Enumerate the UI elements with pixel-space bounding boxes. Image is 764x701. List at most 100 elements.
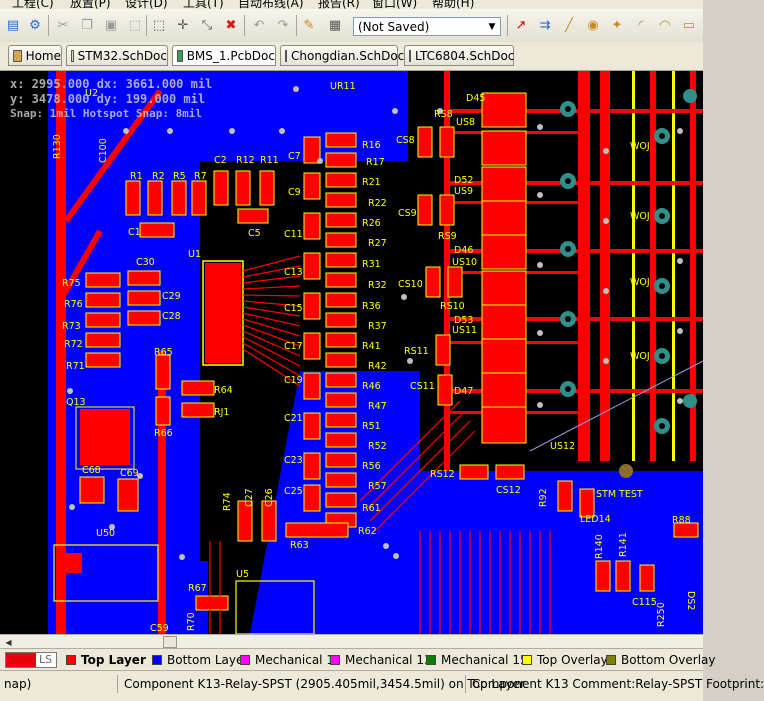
- clear-icon[interactable]: ⬚: [128, 17, 142, 33]
- route-icon[interactable]: ↗: [515, 17, 527, 33]
- scroll-left-icon[interactable]: ◀: [5, 637, 12, 647]
- text-icon[interactable]: ▭: [682, 17, 696, 33]
- label-c115: C115: [632, 597, 657, 608]
- label-r21: R21: [362, 177, 381, 188]
- vias: [67, 86, 683, 560]
- view-config-combo[interactable]: (Not Saved) ▼: [353, 17, 501, 36]
- redo-icon[interactable]: ↷: [277, 17, 289, 33]
- tab-label: Chongdian.SchDoc: [291, 48, 405, 63]
- layer-tab-bottom[interactable]: Bottom Layer: [152, 652, 248, 668]
- label-r65: R65: [154, 347, 173, 358]
- label-d52: D52: [454, 175, 473, 186]
- tab-bms1-pcbdoc[interactable]: BMS_1.PcbDoc: [172, 45, 276, 66]
- chevron-down-icon[interactable]: ▼: [488, 21, 496, 32]
- tab-label: LTC6804.SchDoc: [415, 48, 515, 63]
- select-icon[interactable]: ⬚: [152, 17, 166, 33]
- label-c5: C5: [248, 228, 261, 239]
- layer-label: Bottom Layer: [167, 653, 249, 667]
- status-component-comment: Component K13 Comment:Relay-SPST Footpri…: [472, 677, 764, 691]
- top-trace: [63, 89, 163, 223]
- schematic-icon: [409, 49, 411, 62]
- label-r36: R36: [362, 301, 381, 312]
- layer-tab-mechanical-15[interactable]: Mechanical 15: [426, 652, 528, 668]
- label-c15: C15: [284, 303, 303, 314]
- label-c23: C23: [284, 455, 303, 466]
- diff-pair-icon[interactable]: ⇉: [539, 17, 551, 33]
- q13-and-u50: [53, 406, 315, 635]
- board-outside: [0, 71, 48, 634]
- status-left: nap): [0, 675, 118, 693]
- menu-place[interactable]: 放置(P): [70, 0, 111, 10]
- label-r75: R75: [62, 278, 81, 289]
- pcb-canvas[interactable]: U2 UR11 U1 R1 R2 R5 R7 C2 R12 R11 C1 C5 …: [0, 71, 704, 635]
- layer-tab-top[interactable]: Top Layer: [66, 652, 146, 668]
- label-r74: R74: [222, 492, 233, 511]
- layer-tab-mechanical-1[interactable]: Mechanical 1: [240, 652, 334, 668]
- layer-label: Top Layer: [81, 653, 146, 667]
- scroll-thumb[interactable]: [163, 636, 177, 648]
- layer-tab-bottom-overlay[interactable]: Bottom Overlay: [606, 652, 715, 668]
- pad-icon[interactable]: ◉: [587, 17, 599, 33]
- cross-select-icon[interactable]: ⤡: [201, 17, 213, 33]
- cut-icon[interactable]: ✂: [57, 17, 69, 33]
- label-d53: D53: [454, 315, 473, 326]
- label-us8: US8: [456, 117, 475, 128]
- fanout-traces: [209, 400, 551, 634]
- label-r47: R47: [368, 401, 387, 412]
- layer-tabbar: LS Top Layer Bottom Layer Mechanical 1 M…: [0, 648, 715, 671]
- label-c25: C25: [284, 486, 303, 497]
- document-tabbar: Home STM32.SchDoc BMS_1.PcbDoc Chongdian…: [0, 42, 703, 71]
- menu-autoroute[interactable]: 自动布线(A): [238, 0, 304, 10]
- label-c19: C19: [284, 375, 303, 386]
- undo-icon[interactable]: ↶: [253, 17, 265, 33]
- tab-label: STM32.SchDoc: [77, 48, 167, 63]
- label-u2: U2: [85, 88, 98, 99]
- relay-pads: [560, 89, 697, 478]
- top-trace: [600, 71, 610, 461]
- menu-tools[interactable]: 工具(T): [183, 0, 224, 10]
- via-icon[interactable]: ✦: [611, 17, 623, 33]
- tab-chongdian-schdoc[interactable]: Chongdian.SchDoc: [280, 45, 404, 66]
- label-c13: C13: [284, 267, 303, 278]
- menu-project[interactable]: 工程(C): [12, 0, 54, 10]
- top-trace: [57, 229, 103, 303]
- horizontal-scrollbar[interactable]: ◀: [0, 634, 703, 649]
- pencil-icon[interactable]: ✎: [303, 17, 315, 33]
- filter-icon[interactable]: ▦: [328, 17, 342, 33]
- tab-stm32-schdoc[interactable]: STM32.SchDoc: [66, 45, 168, 66]
- right-components: [417, 92, 699, 592]
- label-u50: U50: [96, 528, 115, 539]
- label-c30: C30: [136, 257, 155, 268]
- fill-icon[interactable]: ◠: [659, 17, 671, 33]
- label-r41: R41: [362, 341, 381, 352]
- menu-reports[interactable]: 报告(R): [318, 0, 360, 10]
- tab-home[interactable]: Home: [8, 45, 62, 66]
- pcb-drawing: U2 UR11 U1 R1 R2 R5 R7 C2 R12 R11 C1 C5 …: [0, 71, 704, 635]
- yellow-rails: [632, 71, 675, 461]
- line-icon[interactable]: ╱: [565, 17, 573, 33]
- layer-swatch: [522, 655, 532, 665]
- pcb-icon: [177, 49, 183, 62]
- label-c69: C69: [120, 468, 139, 479]
- menu-window[interactable]: 窗口(W): [372, 0, 418, 10]
- save-icon[interactable]: ⚙: [29, 17, 41, 33]
- copy-icon[interactable]: ❐: [81, 17, 93, 33]
- move-icon[interactable]: ✛: [177, 17, 189, 33]
- tab-ltc6804-schdoc[interactable]: LTC6804.SchDoc: [404, 45, 514, 66]
- layer-tab-mechanical-13[interactable]: Mechanical 13: [330, 652, 432, 668]
- label-c17: C17: [284, 341, 303, 352]
- label-rs8: RS8: [434, 109, 453, 120]
- menu-help[interactable]: 帮助(H): [432, 0, 475, 10]
- paste-icon[interactable]: ▣: [104, 17, 118, 33]
- label-cs12: CS12: [496, 485, 521, 496]
- arc-icon[interactable]: ◜: [638, 17, 644, 33]
- menu-design[interactable]: 设计(D): [125, 0, 168, 10]
- deselect-icon[interactable]: ✖: [225, 17, 237, 33]
- toolbar-separator: [244, 15, 245, 36]
- layer-tab-top-overlay[interactable]: Top Overlay: [522, 652, 608, 668]
- open-icon[interactable]: ▤: [6, 17, 20, 33]
- label-d46: D46: [454, 245, 473, 256]
- layer-set-button[interactable]: LS: [5, 652, 57, 668]
- hud-y-readout: y: 3478.000 dy: 199.000 mil: [10, 92, 206, 106]
- schematic-icon: [285, 49, 287, 62]
